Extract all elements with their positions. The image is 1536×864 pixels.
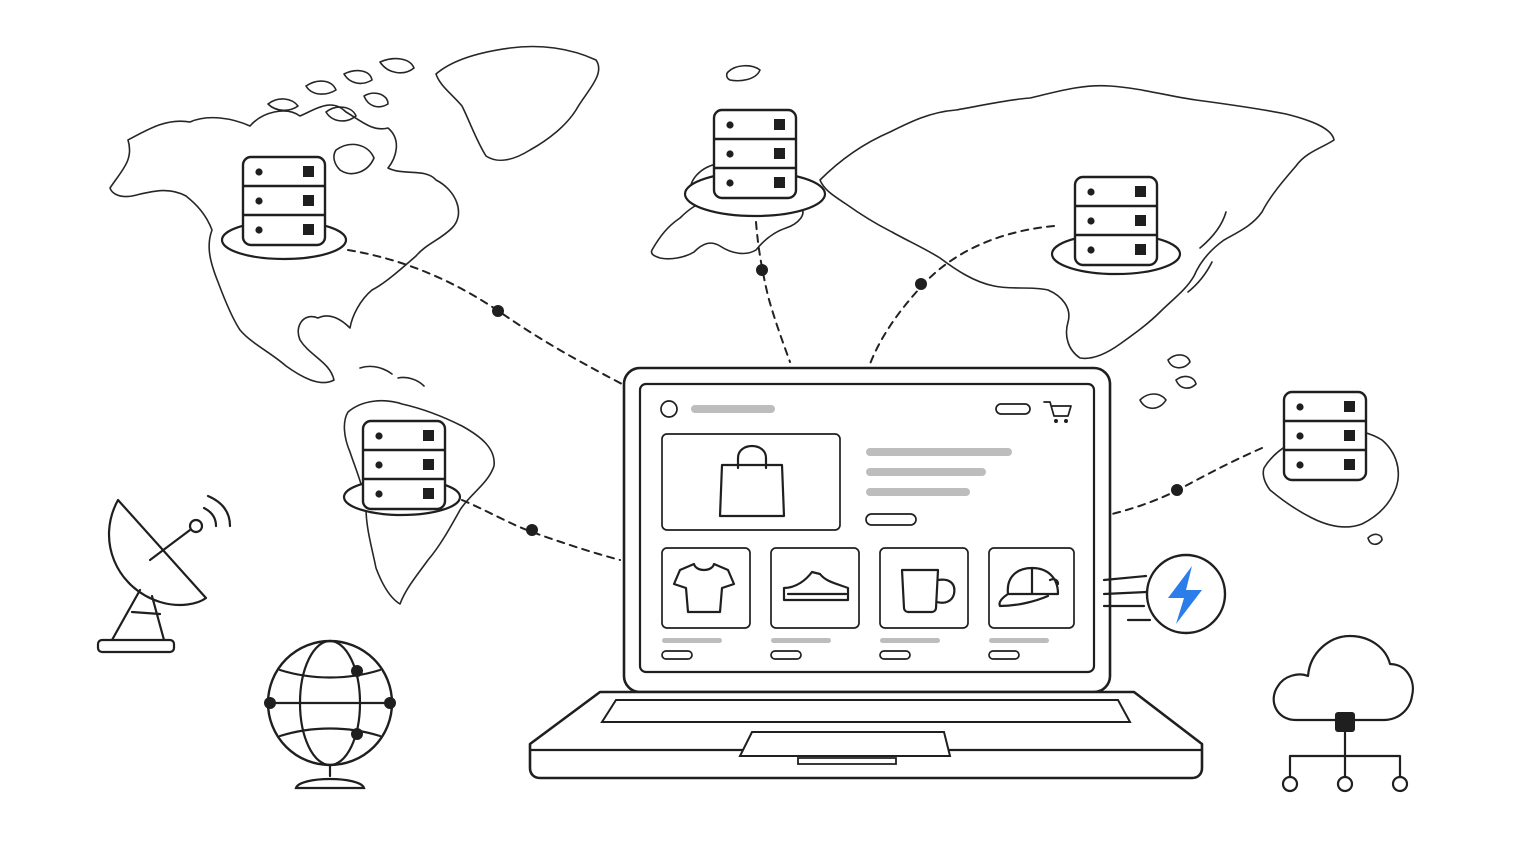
logo-circle-icon xyxy=(660,400,678,418)
cart-icon[interactable] xyxy=(1043,401,1072,423)
product-card-t-shirt[interactable] xyxy=(661,547,751,660)
shopping-bag-icon xyxy=(718,444,786,518)
link-europe xyxy=(755,221,791,363)
link-south-america xyxy=(461,499,621,561)
link-node-south-america xyxy=(526,524,538,536)
link-node-europe xyxy=(756,264,768,276)
product-card-cap[interactable] xyxy=(988,547,1075,660)
map-greenland xyxy=(435,45,600,162)
mug-icon xyxy=(900,568,956,614)
featured-line-1 xyxy=(866,448,1012,456)
featured-line-2 xyxy=(866,468,986,476)
map-north-america xyxy=(109,104,460,384)
sneaker-icon xyxy=(782,570,850,602)
link-node-north-america xyxy=(492,305,504,317)
globe-icon xyxy=(264,639,396,790)
speed-badge xyxy=(1102,553,1227,635)
featured-buy-button[interactable] xyxy=(865,513,917,526)
server-node-australia xyxy=(1282,390,1368,482)
connection-lines xyxy=(347,221,1263,561)
map-iceland xyxy=(725,64,761,82)
map-asia xyxy=(819,84,1335,360)
cap-icon xyxy=(998,566,1060,608)
product-card-mug[interactable] xyxy=(879,547,969,660)
featured-product-card[interactable] xyxy=(661,433,841,531)
map-hudson-bay xyxy=(333,143,375,175)
link-node-australia xyxy=(1171,484,1183,496)
search-pill-button[interactable] xyxy=(995,403,1031,415)
t-shirt-icon xyxy=(672,562,736,614)
cloud-network-icon xyxy=(1272,634,1414,793)
store-screen xyxy=(660,400,1075,660)
link-node-east-asia xyxy=(915,278,927,290)
map-japan xyxy=(1187,211,1227,293)
featured-line-3 xyxy=(866,488,970,496)
map-southeast-asia-islands xyxy=(1139,354,1197,410)
server-node-north-america xyxy=(220,155,348,261)
server-node-east-asia xyxy=(1050,175,1182,276)
product-card-sneaker[interactable] xyxy=(770,547,860,660)
link-australia xyxy=(1111,447,1263,515)
map-caribbean xyxy=(359,365,425,387)
store-title-placeholder xyxy=(691,405,775,413)
link-north-america xyxy=(347,249,623,385)
map-arctic-islands xyxy=(267,57,415,122)
satellite-dish-icon xyxy=(96,494,232,654)
link-east-asia xyxy=(869,225,1055,365)
world-map xyxy=(109,45,1400,605)
lightning-bolt-icon xyxy=(1168,566,1202,624)
server-node-south-america xyxy=(342,419,462,517)
server-node-europe xyxy=(683,108,827,218)
laptop xyxy=(528,366,1204,780)
